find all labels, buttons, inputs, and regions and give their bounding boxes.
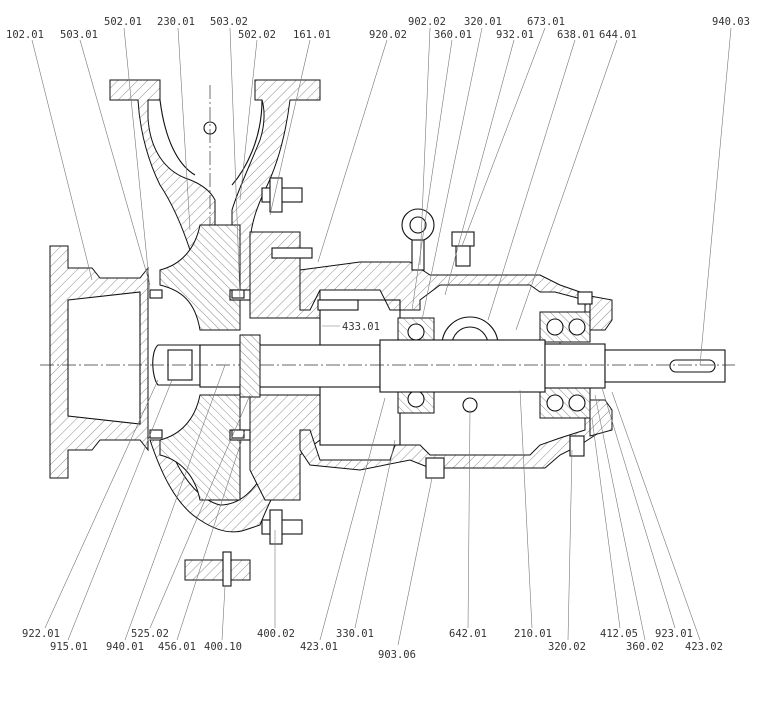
label-433-01: 433.01	[342, 321, 380, 333]
lifting-eye	[401, 208, 435, 271]
label-920-02: 920.02	[369, 29, 407, 41]
pump-geometry	[40, 79, 735, 587]
label-503-02: 503.02	[210, 16, 248, 28]
drain-plug	[425, 457, 445, 479]
label-903-06: 903.06	[378, 649, 416, 661]
label-503-01: 503.01	[60, 29, 98, 41]
label-360-02: 360.02	[626, 641, 664, 653]
label-230-01: 230.01	[157, 16, 195, 28]
leader-lines	[31, 27, 732, 646]
label-525-02: 525.02	[131, 628, 169, 640]
part-labels: 102.01 503.01 502.01 230.01 503.02 502.0…	[6, 16, 750, 661]
label-915-01: 915.01	[50, 641, 88, 653]
label-330-01: 330.01	[336, 628, 374, 640]
label-400-02: 400.02	[257, 628, 295, 640]
label-320-01: 320.01	[464, 16, 502, 28]
label-320-02: 320.02	[548, 641, 586, 653]
label-161-01: 161.01	[293, 29, 331, 41]
label-923-01: 923.01	[655, 628, 693, 640]
label-642-01: 642.01	[449, 628, 487, 640]
label-940-03: 940.03	[712, 16, 750, 28]
shaft	[40, 339, 735, 393]
label-644-01: 644.01	[599, 29, 637, 41]
label-400-10: 400.10	[204, 641, 242, 653]
label-902-02: 902.02	[408, 16, 446, 28]
label-102-01: 102.01	[6, 29, 44, 41]
label-423-02: 423.02	[685, 641, 723, 653]
label-502-01: 502.01	[104, 16, 142, 28]
label-360-01: 360.01	[434, 29, 472, 41]
label-423-01: 423.01	[300, 641, 338, 653]
studs	[149, 247, 359, 439]
suction-flange	[49, 245, 149, 479]
label-502-02: 502.02	[238, 29, 276, 41]
label-940-01: 940.01	[106, 641, 144, 653]
label-210-01: 210.01	[514, 628, 552, 640]
label-638-01: 638.01	[557, 29, 595, 41]
label-412-05: 412.05	[600, 628, 638, 640]
label-673-01: 673.01	[527, 16, 565, 28]
oil-filler	[451, 231, 475, 267]
label-932-01: 932.01	[496, 29, 534, 41]
bearing-end-cover	[569, 291, 613, 457]
label-922-01: 922.01	[22, 628, 60, 640]
label-456-01: 456.01	[158, 641, 196, 653]
